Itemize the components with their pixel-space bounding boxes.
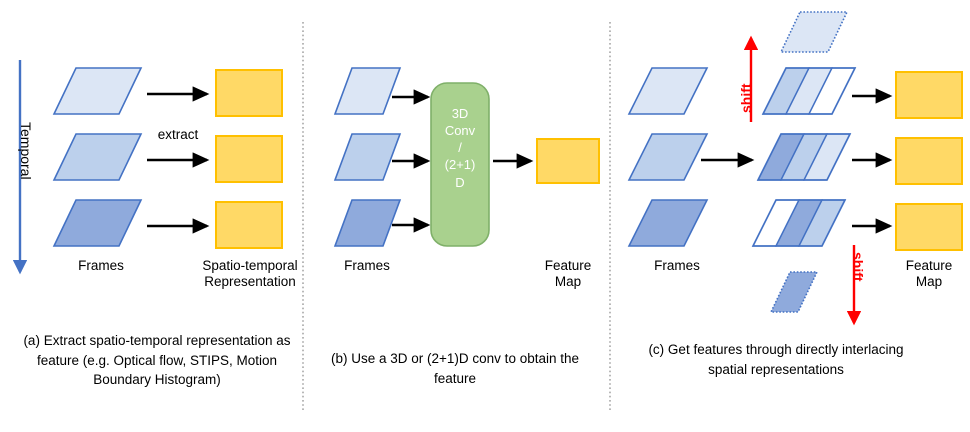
panel-c-interlaced-row-3 (751, 199, 847, 247)
panel-b-caption: (b) Use a 3D or (2+1)D conv to obtain th… (331, 351, 579, 386)
shift-label-up: shift (738, 83, 754, 113)
shift-label-down: shift (850, 252, 866, 282)
panel-a-output-2 (215, 135, 283, 183)
panel-c-ghost-bottom (769, 271, 819, 313)
panel-c-output-3 (895, 203, 963, 251)
panel-c-ghost-top (779, 11, 849, 53)
panel-a-frame-1 (52, 67, 143, 115)
panel-b-frame-1 (333, 67, 402, 115)
panel-a-frame-2 (52, 133, 143, 181)
panel-a-extract-label: extract (157, 127, 199, 142)
panel-b-frames-label: Frames (344, 258, 390, 273)
panel-c-frame-1 (627, 67, 709, 115)
panel-c-frame-2 (627, 133, 709, 181)
panel-a-frame-3 (52, 199, 143, 247)
temporal-axis-label: Temporal (18, 122, 34, 180)
panel-a-caption: (a) Extract spatio-temporal representati… (23, 333, 291, 388)
panel-a-output-1 (215, 69, 283, 117)
panel-c-frame-3 (627, 199, 709, 247)
panel-a-output-label: Spatio-temporal Representation (202, 258, 298, 290)
panel-c-frames-label: Frames (654, 258, 700, 273)
panel-c-output-1 (895, 71, 963, 119)
panel-b-output-1 (536, 138, 600, 184)
conv-block (430, 82, 490, 247)
panel-c-interlaced-row-1 (761, 67, 857, 115)
panel-b-frame-2 (333, 133, 402, 181)
panel-c-output-2 (895, 137, 963, 185)
panel-c-interlaced-row-2 (756, 133, 852, 181)
panel-c-caption: (c) Get features through directly interl… (648, 342, 904, 377)
panel-a-output-3 (215, 201, 283, 249)
panel-b-frame-3 (333, 199, 402, 247)
panel-a-frames-label: Frames (78, 258, 124, 273)
panel-b-output-label: Feature Map (544, 258, 592, 290)
panel-c-output-label: Feature Map (905, 258, 953, 290)
conv-block-label: 3D Conv / (2+1) D (444, 106, 476, 190)
